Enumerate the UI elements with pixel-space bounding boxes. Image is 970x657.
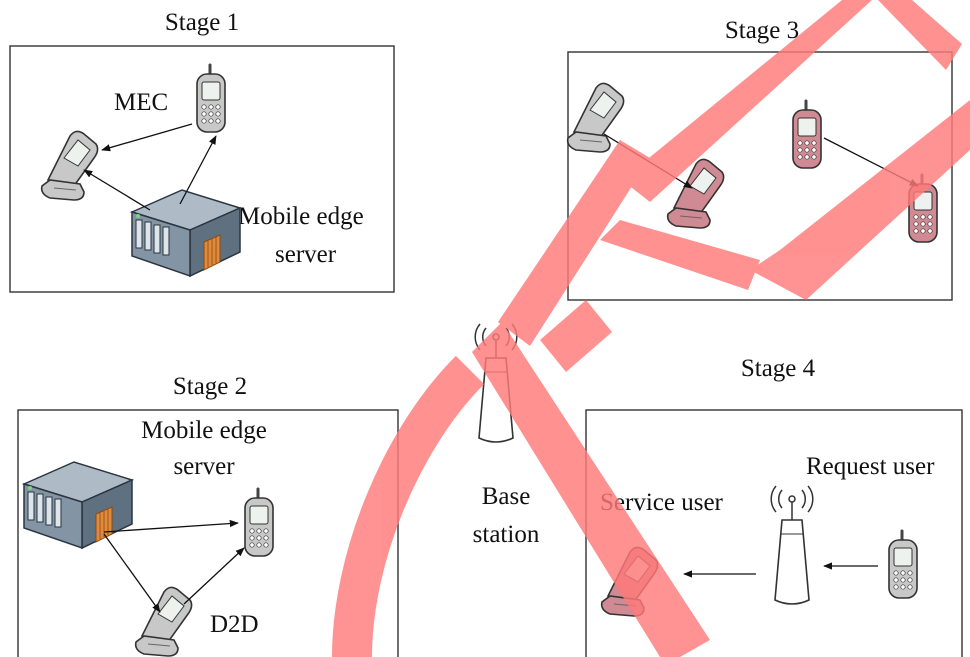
stage-2-server-label-line1: Mobile edge bbox=[141, 417, 267, 444]
stage-4-panel: Stage 4 Request user Service user bbox=[585, 355, 963, 657]
stage-2-title: Stage 2 bbox=[173, 373, 247, 400]
stage-4-tower-icon bbox=[770, 485, 814, 605]
mec-label: MEC bbox=[114, 89, 168, 116]
base-station: Base station bbox=[473, 323, 540, 548]
watermark-d-stroke-2 bbox=[750, 100, 970, 300]
stage-2-server-label-line2: server bbox=[173, 453, 235, 480]
watermark-t-stroke bbox=[472, 322, 710, 657]
stage-2-arrow-server-to-phone bbox=[103, 519, 239, 533]
stage-1-flip-phone-icon bbox=[40, 130, 99, 201]
request-user-label: Request user bbox=[806, 453, 935, 480]
watermark bbox=[332, 0, 970, 657]
watermark-d-stroke-5 bbox=[540, 300, 612, 372]
stage-3-title: Stage 3 bbox=[725, 17, 799, 44]
stage-1-server-label-line1: Mobile edge bbox=[238, 203, 364, 230]
stage-2-panel: Stage 2 Mobile edge server D2D bbox=[17, 373, 399, 657]
stage-1-arrow-phone-to-flip bbox=[101, 123, 193, 152]
stage-2-server-icon bbox=[23, 461, 133, 549]
stage-2-box bbox=[17, 409, 399, 657]
stage-3-phone-icon-red bbox=[791, 99, 823, 170]
stage-4-box bbox=[585, 409, 963, 657]
base-station-label-line2: station bbox=[473, 521, 540, 548]
stage-2-arrow-flip-to-phone bbox=[183, 547, 245, 605]
stage-3-box bbox=[567, 51, 953, 301]
stage-2-arrow-server-to-flip bbox=[103, 533, 161, 613]
stage-4-request-phone-icon bbox=[887, 529, 919, 600]
stage-1-panel: Stage 1 MEC Mobile edge server bbox=[9, 9, 395, 293]
stage-1-server-label-line2: server bbox=[275, 241, 337, 268]
stage-1-title: Stage 1 bbox=[165, 9, 239, 36]
stage-2-phone-icon bbox=[243, 487, 275, 558]
watermark-e-stroke bbox=[498, 140, 650, 346]
stage-1-server-icon bbox=[131, 189, 241, 277]
d2d-label: D2D bbox=[210, 611, 259, 638]
stage-1-arrow-server-to-phone bbox=[179, 135, 217, 205]
stage-2-flip-phone-icon bbox=[134, 586, 193, 657]
watermark-d-stroke-4 bbox=[878, 0, 962, 70]
stage-1-phone-icon bbox=[195, 63, 227, 134]
stage-1-arrow-server-to-flip bbox=[83, 169, 151, 211]
stage-3-flip-phone-icon-gray bbox=[566, 82, 625, 153]
stage-4-title: Stage 4 bbox=[741, 355, 816, 382]
stage-1-box bbox=[9, 45, 395, 293]
base-station-label-line1: Base bbox=[482, 483, 531, 510]
watermark-d-stroke-1 bbox=[622, 0, 872, 202]
watermark-d-stroke-3 bbox=[600, 220, 760, 290]
watermark-c-stroke bbox=[332, 355, 485, 657]
